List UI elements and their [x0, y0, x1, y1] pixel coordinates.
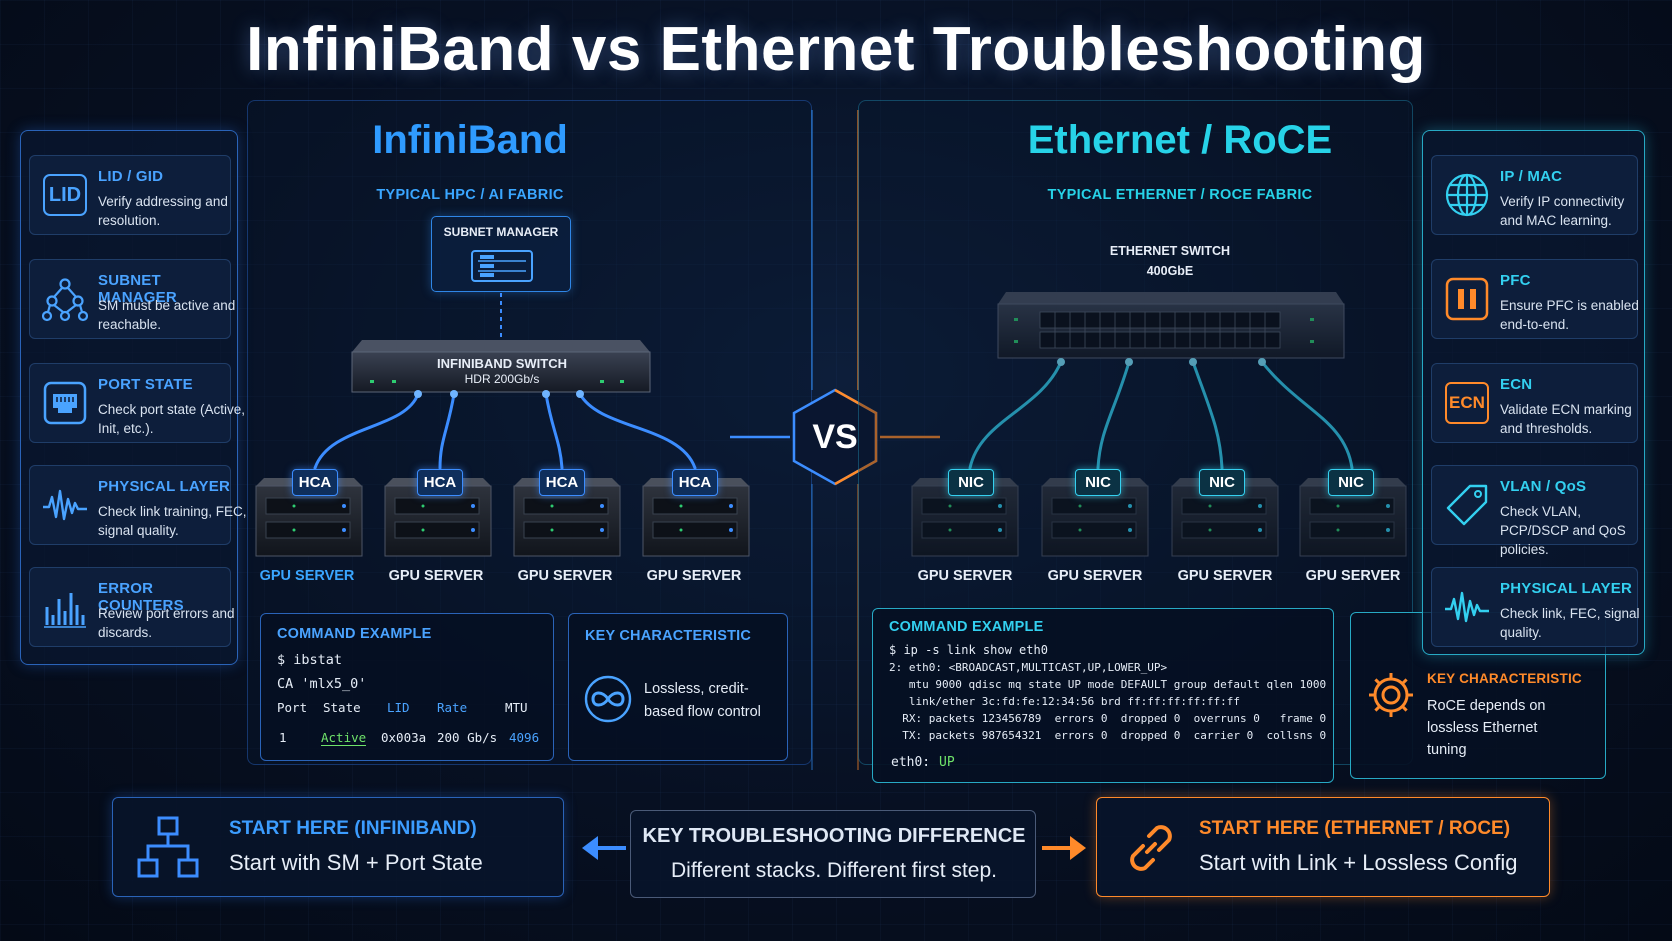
eth-card-pfc: PFC Ensure PFC is enabled end-to-end.	[1431, 259, 1639, 339]
ethernet-switch	[997, 292, 1345, 359]
eth-card-ecn: ECN ECN Validate ECN marking and thresho…	[1431, 363, 1638, 443]
ib-switch-speed: HDR 200Gb/s	[464, 372, 540, 386]
ib-server-label: GPU SERVER	[388, 568, 484, 584]
ib-gpu-servers	[255, 478, 750, 557]
ib-switch-name: INFINIBAND SWITCH	[437, 356, 567, 371]
ib-command-box: COMMAND EXAMPLE $ ibstat CA 'mlx5_0' Por…	[260, 613, 554, 761]
hca-tag: HCA	[539, 469, 585, 496]
eth-gpu-servers	[911, 478, 1407, 557]
bar-chart-icon	[40, 582, 90, 632]
infiniband-switch	[351, 340, 651, 393]
ib-card-lid: LID LID / GID Verify addressing and reso…	[29, 155, 231, 235]
server-rack-icon	[471, 250, 533, 282]
tag-icon	[1442, 480, 1492, 530]
ib-server-label: GPU SERVER	[517, 568, 613, 584]
globe-icon	[1442, 170, 1492, 220]
eth-section-title: Ethernet / RoCE	[1027, 118, 1333, 162]
pause-icon	[1442, 274, 1492, 324]
start-here-ethernet: START HERE (ETHERNET / ROCE) Start with …	[1096, 797, 1550, 897]
hca-tag: HCA	[672, 469, 718, 496]
nic-tag: NIC	[1075, 469, 1121, 496]
waveform-icon	[40, 480, 90, 530]
ib-card-subnet-manager: SUBNET MANAGER SM must be active and rea…	[29, 259, 235, 339]
ib-key-characteristic-box: KEY CHARACTERISTIC Lossless, credit-base…	[568, 613, 788, 761]
start-here-infiniband: START HERE (INFINIBAND) Start with SM + …	[112, 797, 564, 897]
port-icon	[40, 378, 90, 428]
ib-server-label: GPU SERVER	[646, 568, 742, 584]
arrow-right-icon	[1042, 836, 1086, 860]
eth-server-label: GPU SERVER	[1047, 568, 1143, 584]
ib-section-title: InfiniBand	[372, 118, 568, 162]
ib-checklist-panel: LID LID / GID Verify addressing and reso…	[20, 130, 247, 665]
arrow-left-icon	[582, 836, 626, 860]
ib-card-port-state: PORT STATE Check port state (Active, Ini…	[29, 363, 245, 443]
hierarchy-icon	[137, 816, 199, 878]
eth-server-label: GPU SERVER	[1305, 568, 1401, 584]
eth-card-ip-mac: IP / MAC Verify IP connectivity and MAC …	[1431, 155, 1638, 235]
eth-command-box: COMMAND EXAMPLE $ ip -s link show eth0 2…	[872, 608, 1334, 783]
hca-tag: HCA	[292, 469, 338, 496]
nic-tag: NIC	[948, 469, 994, 496]
page-title: InfiniBand vs Ethernet Troubleshooting	[246, 15, 1426, 84]
ib-card-error-counters: ERROR COUNTERS Review port errors and di…	[29, 567, 235, 647]
eth-card-vlan-qos: VLAN / QoS Check VLAN, PCP/DSCP and QoS …	[1431, 465, 1638, 557]
eth-switch-name: ETHERNET SWITCH	[1109, 244, 1231, 258]
eth-switch-speed: 400GbE	[1146, 264, 1194, 278]
ib-section-subtitle: TYPICAL HPC / AI FABRIC	[376, 187, 564, 203]
link-icon	[1130, 825, 1172, 871]
lid-icon: LID	[40, 170, 90, 220]
eth-server-label: GPU SERVER	[917, 568, 1013, 584]
nic-tag: NIC	[1199, 469, 1245, 496]
vs-label: VS	[812, 418, 858, 456]
gear-icon	[1369, 673, 1413, 717]
eth-server-label: GPU SERVER	[1177, 568, 1273, 584]
eth-section-subtitle: TYPICAL ETHERNET / ROCE FABRIC	[1047, 187, 1313, 203]
hca-tag: HCA	[417, 469, 463, 496]
infinity-icon	[584, 675, 632, 723]
ib-card-physical-layer: PHYSICAL LAYER Check link training, FEC,…	[29, 465, 247, 545]
topology-icon	[40, 274, 90, 324]
waveform-icon	[1442, 582, 1492, 632]
key-troubleshooting-difference: KEY TROUBLESHOOTING DIFFERENCE Different…	[630, 810, 1036, 898]
eth-checklist-panel: IP / MAC Verify IP connectivity and MAC …	[1422, 130, 1645, 655]
ib-server-label: GPU SERVER	[259, 568, 355, 584]
eth-card-physical-layer: PHYSICAL LAYER Check link, FEC, signal q…	[1431, 567, 1640, 647]
subnet-manager-box: SUBNET MANAGER	[431, 216, 571, 292]
nic-tag: NIC	[1328, 469, 1374, 496]
ecn-icon: ECN	[1442, 378, 1492, 428]
